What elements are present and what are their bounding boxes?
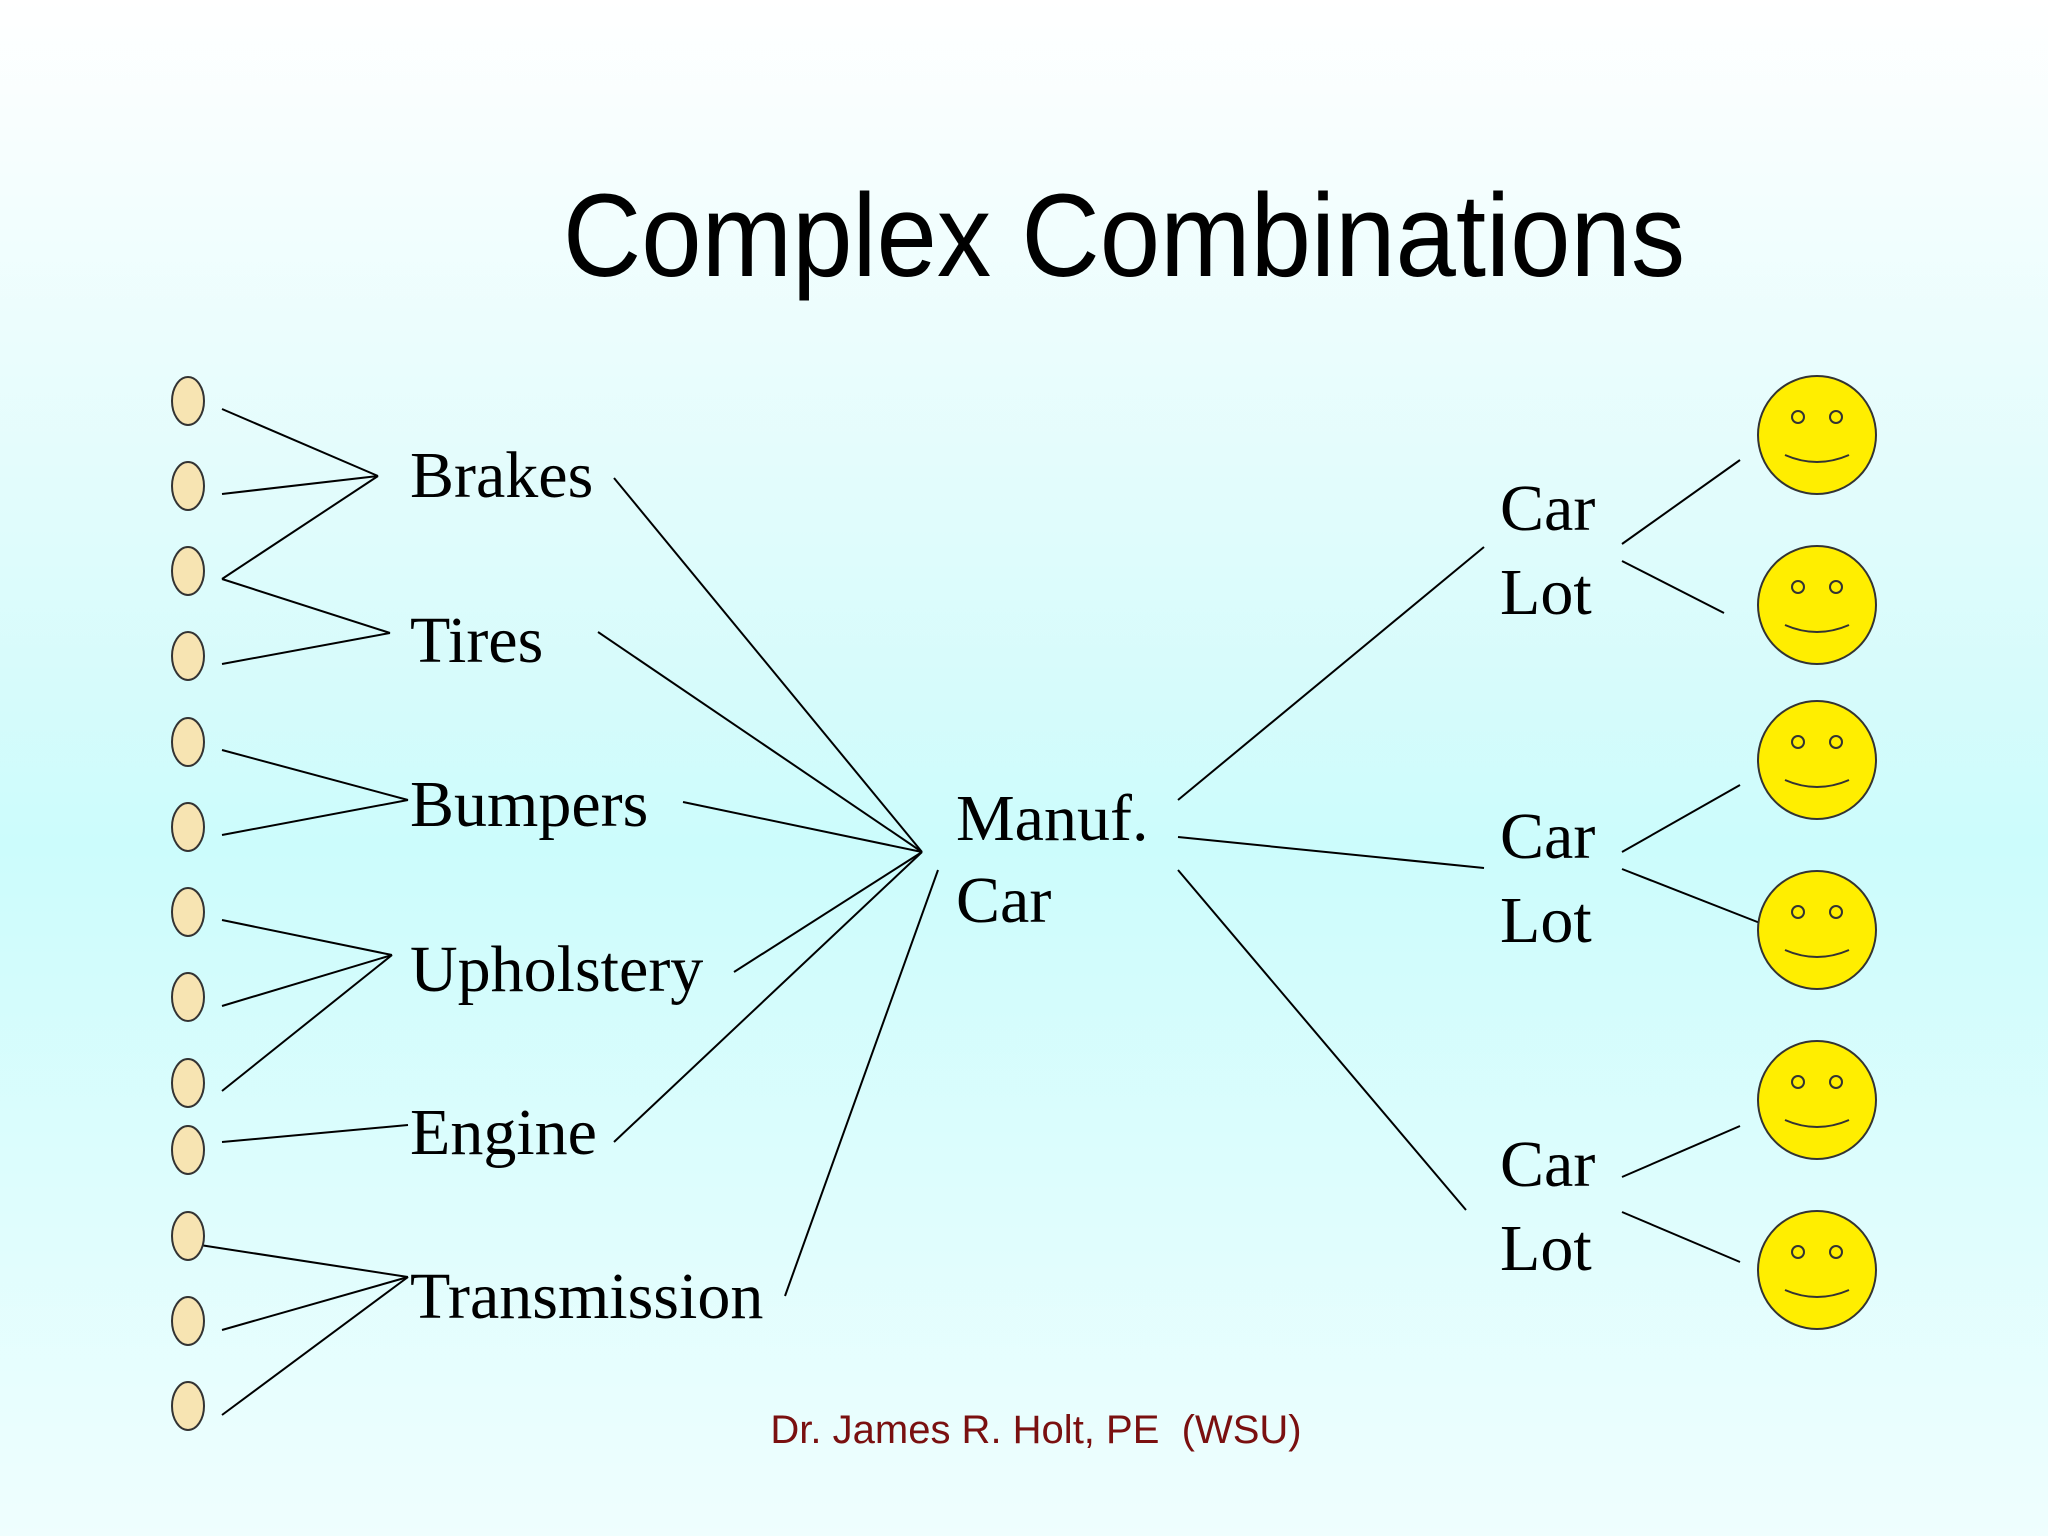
car-lot-label-line2: Lot [1500,556,1592,629]
raw-part-oval-icon [171,887,205,937]
raw-part-oval-icon [171,802,205,852]
raw-part-oval-icon [171,376,205,426]
author-footer: Dr. James R. Holt, PE (WSU) [770,1408,1302,1452]
smiley-face-icon [1757,700,1877,820]
smiley-face-icon [1757,1040,1877,1160]
raw-part-oval-icon [171,1211,205,1261]
smiley-face-icon [1757,1210,1877,1330]
car-lot-label-line1: Car [1500,1128,1595,1201]
smiley-face-icon [1757,870,1877,990]
raw-part-oval-icon [171,1381,205,1431]
car-lot-label-line1: Car [1500,800,1595,873]
car-lot-nodes: Car Lot Car Lot Car Lot [1500,472,1595,1285]
raw-part-oval-icon [171,546,205,596]
raw-part-oval-icon [171,1296,205,1346]
smiley-face-icon [1757,545,1877,665]
smiley-face-icon [1757,375,1877,495]
component-label-brakes: Brakes [410,439,593,512]
raw-part-oval-icon [171,631,205,681]
manufacturer-label-line2: Car [956,864,1051,937]
car-lot-label-line1: Car [1500,472,1595,545]
raw-part-oval-icon [171,461,205,511]
connector-lines [199,408,1761,1416]
raw-part-oval-icon [171,972,205,1022]
component-label-bumpers: Bumpers [410,768,648,841]
manufacturer-node: Manuf. Car [956,782,1148,937]
raw-part-oval-icon [171,717,205,767]
car-lot-label-line2: Lot [1500,1212,1592,1285]
manufacturer-label-line1: Manuf. [956,782,1148,855]
component-label-upholstery: Upholstery [410,933,703,1006]
customers [1757,375,1877,1330]
raw-parts [171,376,205,1431]
component-label-transmission: Transmission [410,1260,763,1333]
component-label-engine: Engine [410,1096,597,1169]
slide-title: Complex Combinations [562,170,1686,302]
raw-part-oval-icon [171,1125,205,1175]
car-lot-label-line2: Lot [1500,884,1592,957]
component-labels: Brakes Tires Bumpers Upholstery Engine T… [410,439,763,1333]
raw-part-oval-icon [171,1058,205,1108]
component-label-tires: Tires [410,604,543,677]
